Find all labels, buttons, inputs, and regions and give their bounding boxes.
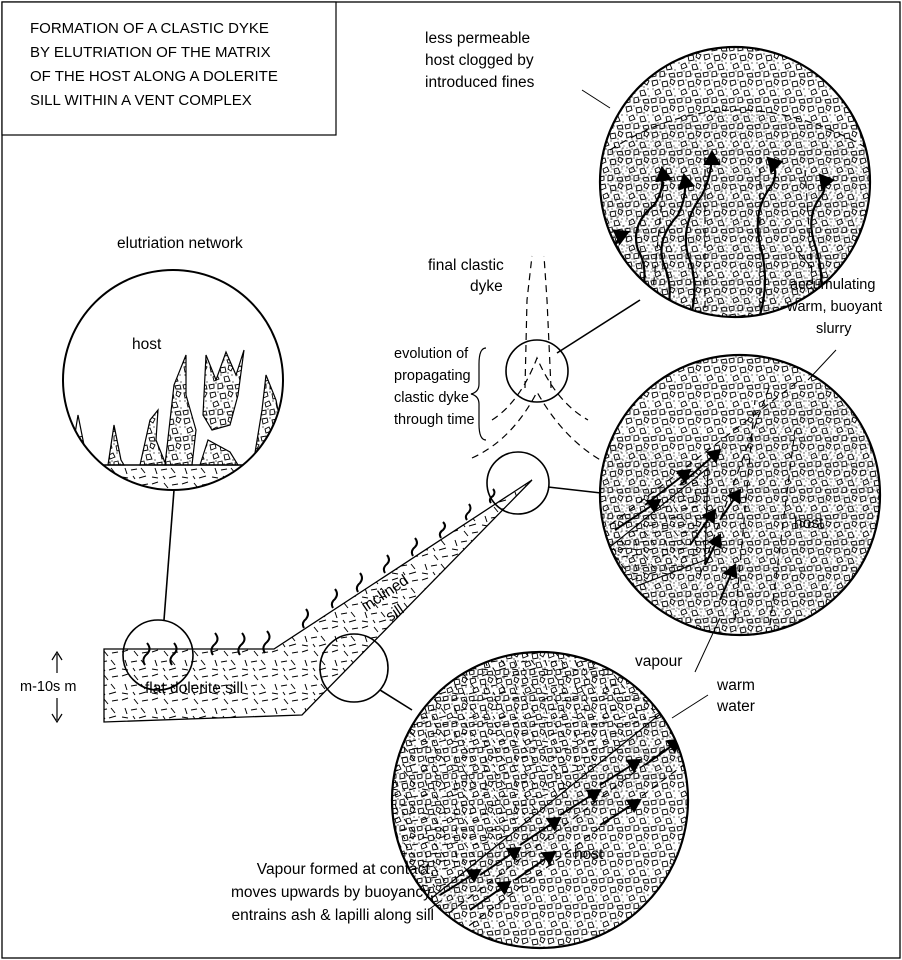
label-caption-3: entrains ash & lapilli along sill (232, 907, 434, 924)
label-elutriation-network: elutriation network (117, 235, 243, 252)
label-accum-1: accumulating (790, 277, 875, 293)
label-host-right: host (794, 515, 824, 532)
label-host-bottom: host (574, 846, 604, 863)
label-warm: warm (716, 677, 755, 694)
label-accum-3: slurry (816, 321, 852, 337)
label-flat-sill: flat dolerite sill (145, 680, 243, 697)
label-caption-2: moves upwards by buoyancy, (231, 884, 434, 901)
label-water: water (716, 698, 755, 715)
label-evolution-1: evolution of (394, 346, 469, 362)
zoom-circle-tip (487, 452, 549, 514)
label-host-left: host (132, 336, 162, 353)
label-final-dyke-1: final clastic (428, 257, 504, 274)
title-line-3: OF THE HOST ALONG A DOLERITE (30, 68, 278, 85)
label-vapour: vapour (635, 653, 682, 670)
label-evolution-4: through time (394, 412, 475, 428)
label-top-2: host clogged by (425, 52, 534, 69)
title-line-4: SILL WITHIN A VENT COMPLEX (30, 92, 252, 109)
label-scale: m-10s m (20, 679, 76, 695)
label-evolution-3: clastic dyke (394, 390, 469, 406)
label-caption-1: Vapour formed at contact, (257, 861, 434, 878)
title-box: FORMATION OF A CLASTIC DYKE BY ELUTRIATI… (2, 2, 336, 135)
title-line-1: FORMATION OF A CLASTIC DYKE (30, 20, 269, 37)
label-final-dyke-2: dyke (470, 278, 503, 295)
circle-elutriation (60, 270, 290, 505)
zoom-circle-evolution (506, 340, 568, 402)
label-evolution-2: propagating (394, 368, 471, 384)
circle-sill-tip (600, 355, 880, 635)
title-line-2: BY ELUTRIATION OF THE MATRIX (30, 44, 271, 61)
label-accum-2: warm, buoyant (786, 299, 882, 315)
label-top-3: introduced fines (425, 74, 535, 91)
label-top-1: less permeable (425, 30, 530, 47)
